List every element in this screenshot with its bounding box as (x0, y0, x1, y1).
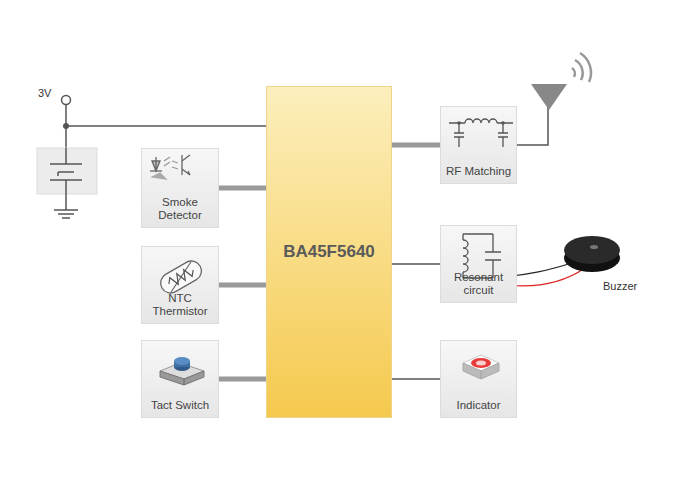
signal-connector (392, 378, 440, 380)
signal-connector (219, 377, 266, 382)
component-box: NTC Thermistor (141, 246, 219, 324)
component-label: Resonant circuit (443, 271, 514, 297)
battery-box (37, 148, 97, 194)
signal-connector (219, 283, 266, 288)
signal-connector (392, 263, 440, 265)
component-box: Resonant circuit (440, 225, 517, 303)
component-box: RF Matching (440, 106, 517, 184)
component-box: Smoke Detector (141, 148, 219, 228)
chip-name: BA45F5640 (269, 242, 389, 262)
antenna-symbol (531, 84, 567, 110)
component-box: Indicator (440, 340, 517, 418)
microcontroller-chip: BA45F5640 (266, 86, 392, 418)
component-label: Indicator (443, 399, 514, 412)
component-label: Tact Switch (144, 399, 216, 412)
battery-symbol (50, 148, 82, 218)
component-label: RF Matching (443, 165, 514, 178)
voltage-label: 3V (38, 87, 51, 99)
signal-connector (392, 143, 440, 148)
component-icon (441, 107, 519, 167)
component-box: Tact Switch (141, 340, 219, 418)
supply-wire (66, 105, 266, 149)
supply-terminal (62, 96, 71, 105)
radio-waves (572, 53, 591, 82)
buzzer-symbol (564, 236, 620, 272)
antenna-wire (517, 106, 548, 145)
component-label: NTC Thermistor (144, 292, 216, 318)
component-icon (441, 341, 519, 401)
part-label: Buzzer (603, 280, 637, 292)
component-icon (142, 341, 220, 401)
component-label: Smoke Detector (144, 196, 216, 222)
junction-dot (63, 123, 69, 129)
signal-connector (219, 186, 266, 191)
